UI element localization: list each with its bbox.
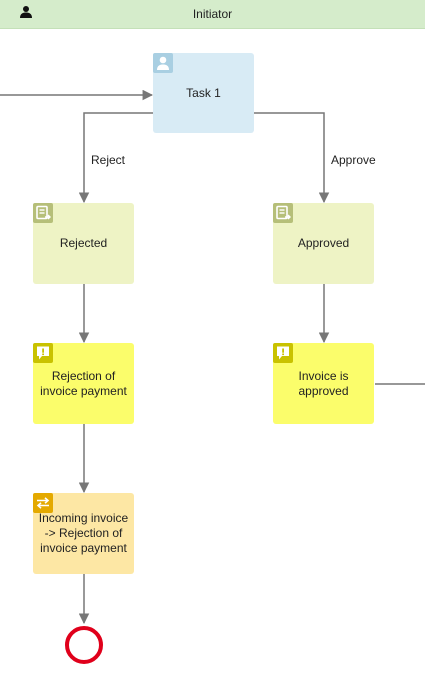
notification-label: Rejection of invoice payment: [40, 368, 127, 398]
notification-node-rejection[interactable]: Rejection of invoice payment: [33, 343, 134, 424]
end-event-circle[interactable]: [64, 625, 104, 665]
swimlane-title: Initiator: [192, 7, 233, 21]
notification-node-approved[interactable]: Invoice is approved: [273, 343, 374, 424]
connector-approve[interactable]: [254, 112, 330, 204]
status-document-icon: [273, 203, 293, 223]
notification-icon: [273, 343, 293, 363]
connector-reject[interactable]: [78, 112, 153, 204]
task-node-task-1[interactable]: Task 1: [153, 53, 254, 133]
swimlane-header: Initiator: [0, 0, 425, 29]
status-label: Approved: [297, 236, 350, 250]
reject-edge-label: Reject: [91, 153, 126, 167]
approve-edge-label: Approve: [331, 153, 376, 167]
task-label: Task 1: [186, 85, 221, 100]
notification-icon: [33, 343, 53, 363]
subprocess-label: Incoming invoice -> Rejection of invoice…: [38, 511, 129, 555]
swap-arrows-icon: [33, 493, 53, 513]
status-node-approved[interactable]: Approved: [273, 203, 374, 284]
status-label: Rejected: [59, 236, 108, 250]
status-document-icon: [33, 203, 53, 223]
status-node-rejected[interactable]: Rejected: [33, 203, 134, 284]
notification-label: Invoice is approved: [298, 368, 349, 398]
subprocess-node[interactable]: Incoming invoice -> Rejection of invoice…: [33, 493, 134, 574]
user-icon: [20, 6, 32, 18]
user-task-icon: [153, 53, 173, 73]
